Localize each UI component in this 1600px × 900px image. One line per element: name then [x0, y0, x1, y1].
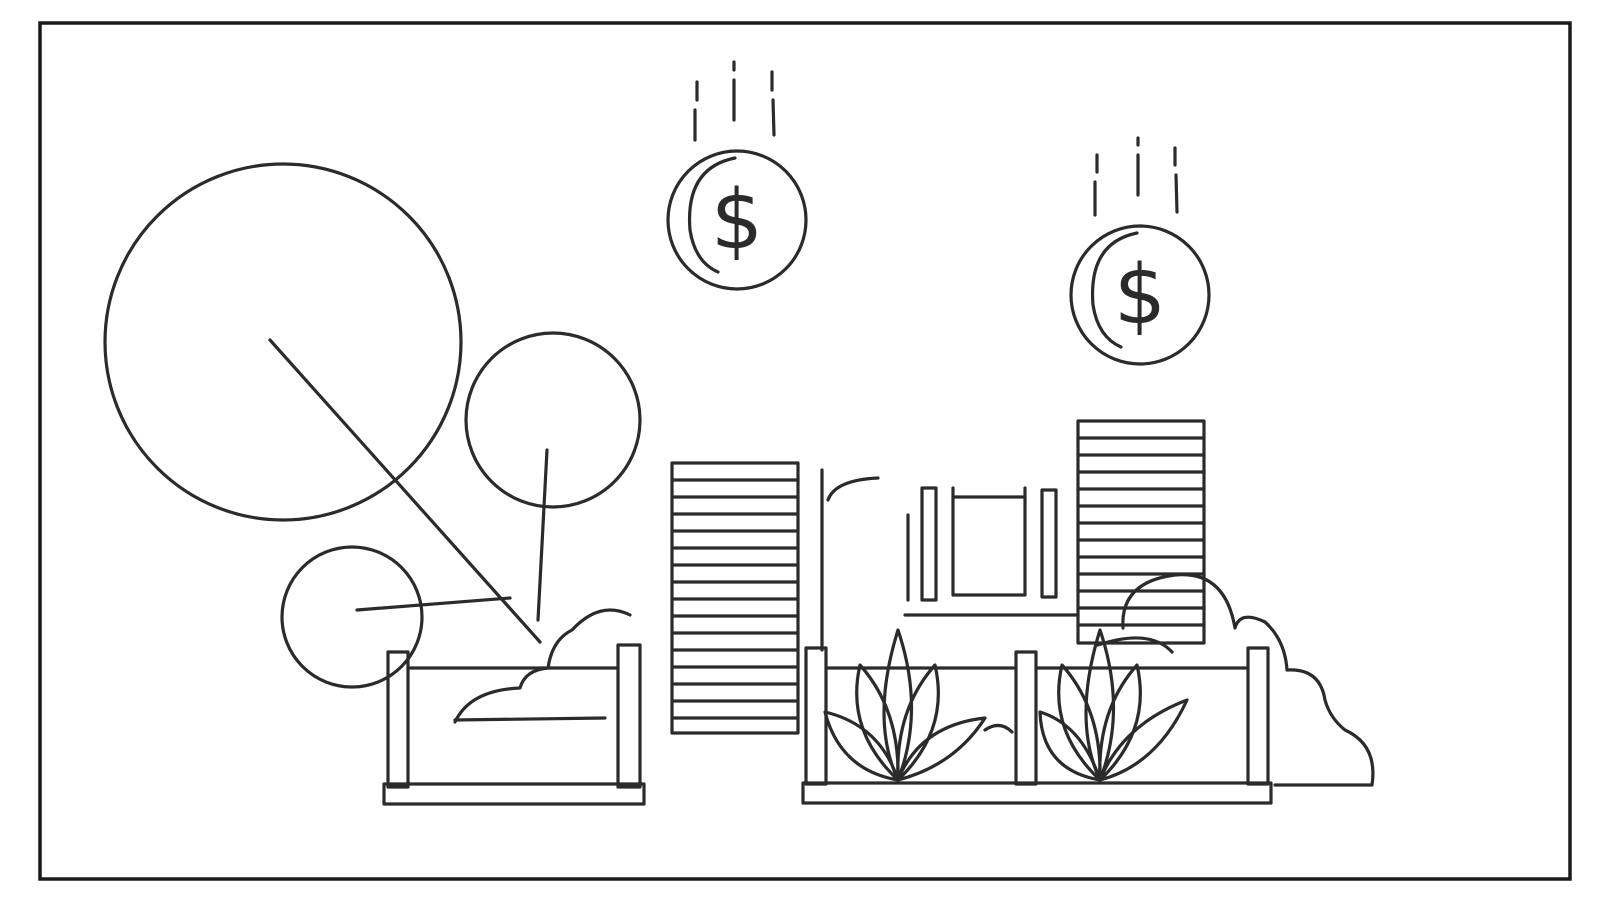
- left-bush-base: [453, 716, 607, 722]
- coin-left-motion-lines: [693, 60, 776, 142]
- left-agave-plant: [823, 628, 987, 782]
- coin-left: [666, 149, 808, 291]
- outer-frame: [38, 21, 1572, 881]
- lamp-post: [820, 468, 880, 652]
- coin-right-shine: [1090, 231, 1139, 349]
- left-striped-building: [670, 461, 800, 735]
- central-window-structure: [903, 486, 1080, 617]
- right-bush: [1121, 573, 1375, 787]
- coin-right-symbol: $: [1114, 248, 1166, 343]
- left-bush: [453, 608, 632, 724]
- coin-right: [1069, 224, 1211, 366]
- coin-left-symbol: $: [711, 173, 763, 268]
- small-tree-branch: [355, 596, 512, 612]
- small-tree-canopy: [280, 545, 424, 689]
- right-striped-building: [1076, 419, 1206, 645]
- medium-tree-trunk: [536, 448, 549, 622]
- right-planter-box: [801, 646, 1273, 805]
- large-tree-canopy: [103, 162, 463, 522]
- left-planter-box: [382, 643, 646, 806]
- coin-right-motion-lines: [1093, 136, 1179, 217]
- middle-leaf: [983, 723, 1014, 734]
- right-agave-plant: [1038, 628, 1189, 782]
- right-bush-inner: [1096, 636, 1174, 654]
- medium-tree-canopy: [464, 331, 642, 509]
- large-tree-trunk: [268, 338, 542, 644]
- coin-left-shine: [687, 156, 737, 274]
- sketch-lines: [103, 60, 1375, 806]
